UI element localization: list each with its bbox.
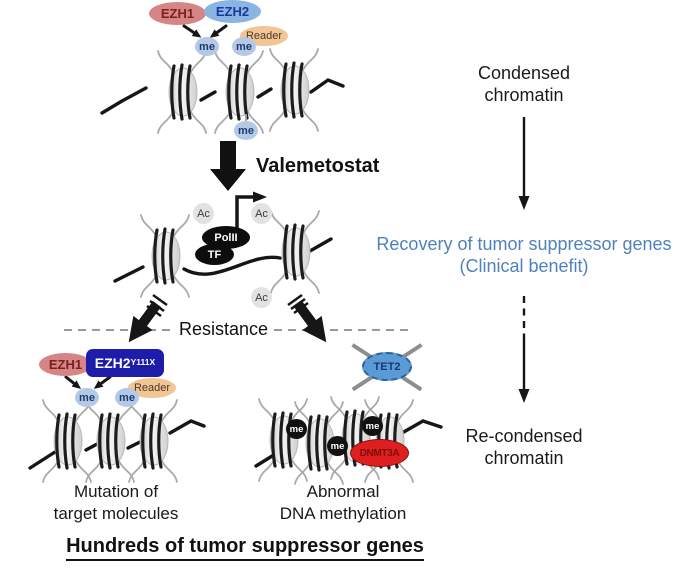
chromatin-mutant	[28, 398, 206, 484]
recondensed-line1: Re-condensed	[465, 426, 583, 446]
me-mark-black: me	[327, 436, 348, 456]
recovery-label: Recovery of tumor suppressor genes (Clin…	[352, 233, 696, 277]
recondensed-chromatin-label: Re-condensed chromatin	[434, 425, 614, 469]
mutation-line2: target molecules	[53, 504, 179, 523]
ac-mark: Ac	[193, 203, 214, 224]
resistance-arrow-left	[128, 293, 168, 343]
me-mark: me	[75, 388, 99, 407]
writer-arrows-top	[182, 24, 228, 38]
me-mark: me	[232, 37, 256, 56]
abnormal-line1: Abnormal	[306, 482, 380, 501]
reader-badge-bottom: Reader	[128, 378, 176, 398]
transcription-arrow	[235, 191, 267, 237]
me-mark: me	[115, 388, 139, 407]
mutation-caption: Mutation of target molecules	[26, 481, 206, 525]
me-mark-black: me	[362, 416, 383, 436]
ezh2-badge-top: EZH2	[204, 0, 261, 23]
chromatin-condensed	[254, 395, 443, 486]
abnormal-caption: Abnormal DNA methylation	[252, 481, 434, 525]
me-mark: me	[234, 121, 258, 140]
recovery-line2: (Clinical benefit)	[459, 256, 589, 276]
condensed-line2: chromatin	[484, 85, 564, 105]
recondensed-line2: chromatin	[484, 448, 564, 468]
hundreds-caption: Hundreds of tumor suppressor genes	[66, 535, 424, 561]
ezh1-badge-top: EZH1	[149, 2, 206, 25]
chromatin-open	[113, 191, 333, 299]
me-mark-black: me	[286, 419, 307, 439]
ezh2-mutant-mutation: Y111X	[130, 357, 156, 367]
polii-badge: PolII	[202, 226, 250, 249]
ac-mark: Ac	[251, 203, 272, 224]
mutation-line1: Mutation of	[73, 482, 159, 501]
writer-arrows-bottom	[64, 375, 112, 390]
dnmt3a-badge: DNMT3A	[350, 439, 409, 467]
me-mark: me	[195, 37, 219, 56]
condensed-chromatin-label: Condensed chromatin	[434, 62, 614, 106]
tet2-crossed-group: TET2	[350, 339, 424, 395]
ac-mark: Ac	[251, 287, 272, 308]
condensed-line1: Condensed	[477, 63, 571, 83]
valemetostat-arrow	[210, 141, 246, 191]
ezh1-badge-bottom: EZH1	[39, 353, 92, 376]
tet2-badge: TET2	[362, 352, 412, 381]
recovery-line1: Recovery of tumor suppressor genes	[376, 234, 672, 254]
resistance-arrow-right	[287, 293, 327, 343]
chromatin-top	[100, 47, 345, 135]
resistance-label: Resistance	[174, 319, 274, 340]
tf-badge: TF	[195, 244, 234, 265]
abnormal-line2: DNA methylation	[279, 504, 407, 523]
valemetostat-label: Valemetostat	[256, 155, 380, 177]
ezh2-mutant-name: EZH2	[94, 355, 131, 371]
